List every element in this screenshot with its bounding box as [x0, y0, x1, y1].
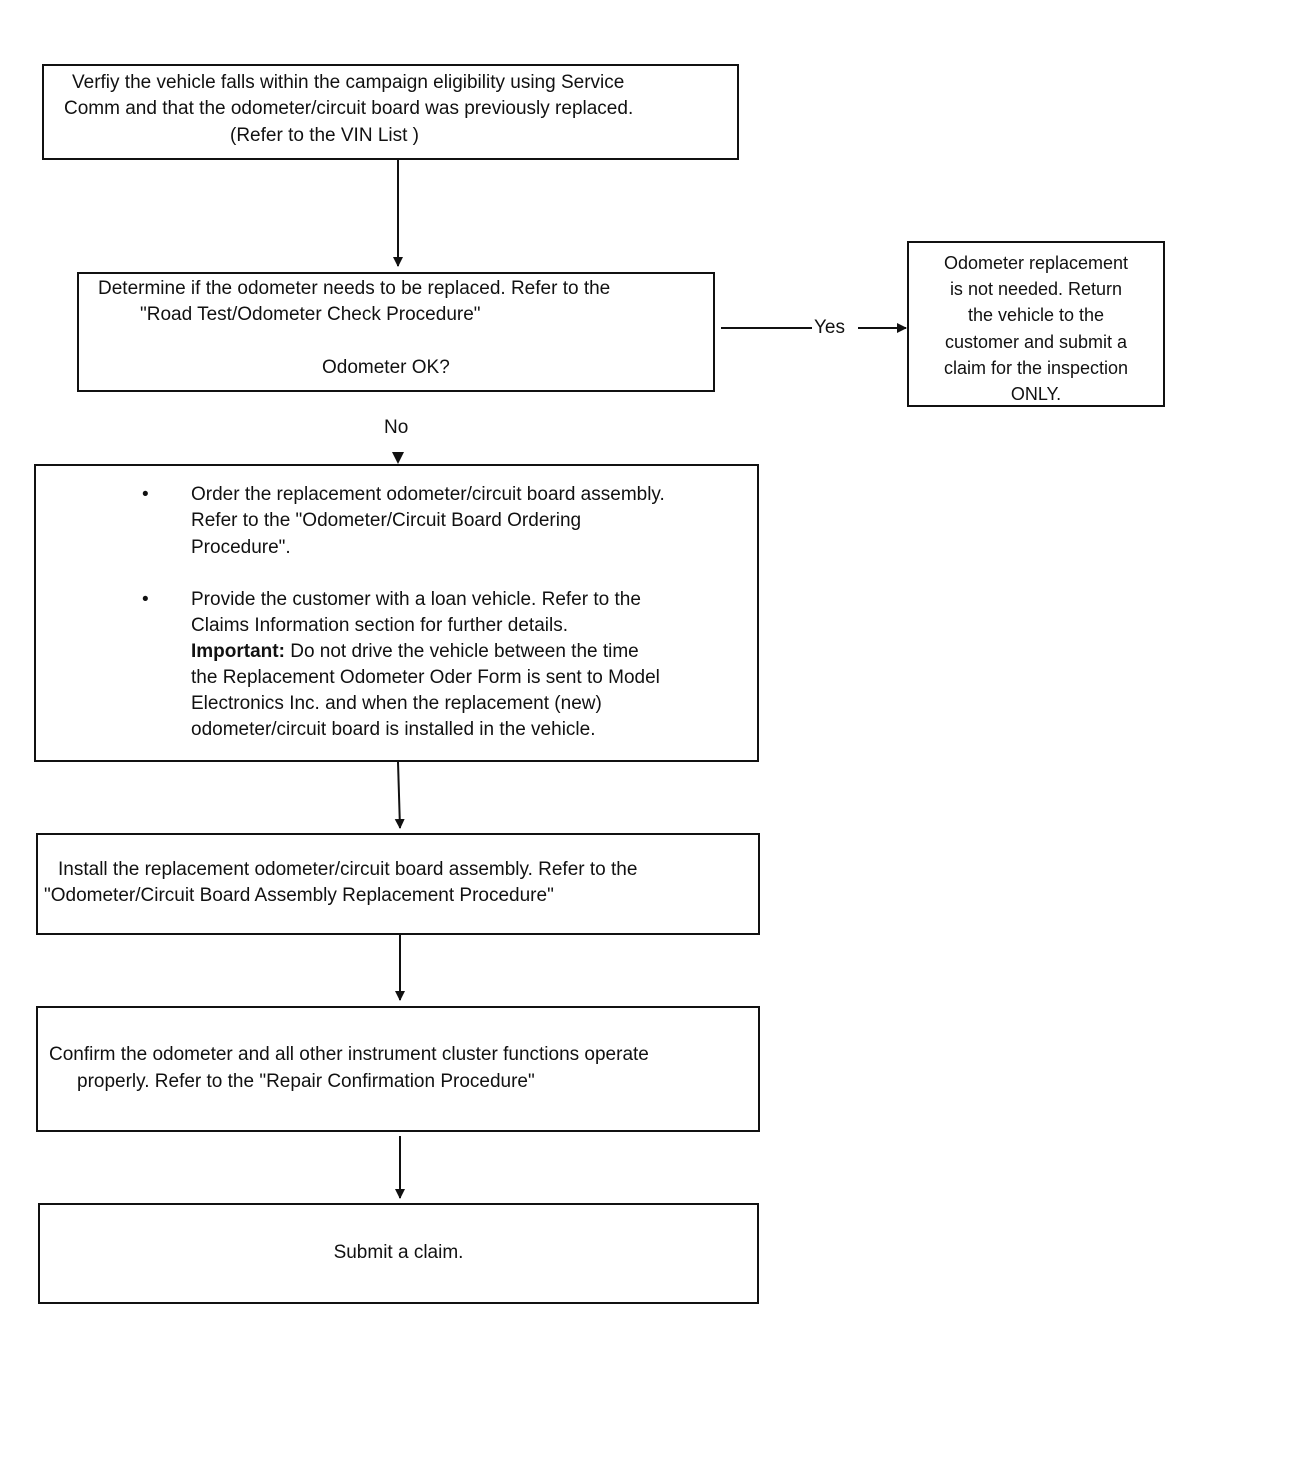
submit-claim-text: Submit a claim.: [333, 1242, 464, 1263]
not-needed-line-5: claim for the inspection: [943, 358, 1129, 378]
not-needed-line-3: the vehicle to the: [967, 305, 1105, 325]
determine-replacement-box: [77, 272, 715, 392]
not-needed-line-4: customer and submit a: [944, 332, 1128, 352]
not-needed-line-6: ONLY.: [1010, 384, 1062, 404]
loan-line-1: Provide the customer with a loan vehicle…: [191, 589, 641, 610]
yes-label: Yes: [814, 317, 845, 338]
determine-line-2: "Road Test/Odometer Check Procedure": [140, 304, 481, 325]
order-line-2: Refer to the "Odometer/Circuit Board Ord…: [191, 510, 582, 531]
confirm-line-2: properly. Refer to the "Repair Confirmat…: [77, 1071, 535, 1092]
no-label: No: [384, 417, 409, 438]
arrow-order-to-install: [394, 761, 405, 829]
install-line-2: "Odometer/Circuit Board Assembly Replace…: [44, 885, 554, 906]
not-needed-line-1: Odometer replacement: [943, 253, 1129, 273]
important-line-4: odometer/circuit board is installed in t…: [191, 719, 596, 740]
important-line-2: the Replacement Odometer Oder Form is se…: [191, 667, 660, 688]
important-line-1: Important: Do not drive the vehicle betw…: [191, 639, 639, 665]
important-label: Important:: [191, 641, 285, 662]
loan-line-2: Claims Information section for further d…: [191, 615, 568, 636]
order-line-3: Procedure".: [191, 537, 291, 558]
verify-line-3: (Refer to the VIN List ): [230, 125, 420, 146]
verify-line-2: Comm and that the odometer/circuit board…: [64, 98, 634, 119]
order-and-loan-box: [34, 464, 759, 762]
replacement-not-needed-box: [907, 241, 1165, 407]
determine-line-1: Determine if the odometer needs to be re…: [98, 278, 611, 299]
important-text-1: Do not drive the vehicle between the tim…: [284, 641, 639, 662]
verify-eligibility-box: [42, 64, 739, 160]
install-line-1: Install the replacement odometer/circuit…: [58, 859, 638, 880]
verify-line-1: Verfiy the vehicle falls within the camp…: [72, 72, 625, 93]
install-replacement-box: [36, 833, 760, 935]
not-needed-line-2: is not needed. Return: [949, 279, 1123, 299]
important-line-3: Electronics Inc. and when the replacemen…: [191, 693, 602, 714]
confirm-operation-box: [36, 1006, 760, 1132]
arrow-no-arrowhead: [392, 452, 404, 464]
odometer-ok-question: Odometer OK?: [322, 357, 450, 378]
bullet-loan: •: [142, 589, 149, 610]
submit-claim-box: [38, 1203, 759, 1304]
confirm-line-1: Confirm the odometer and all other instr…: [49, 1044, 649, 1065]
order-line-1: Order the replacement odometer/circuit b…: [191, 484, 665, 505]
bullet-order: •: [142, 484, 149, 505]
